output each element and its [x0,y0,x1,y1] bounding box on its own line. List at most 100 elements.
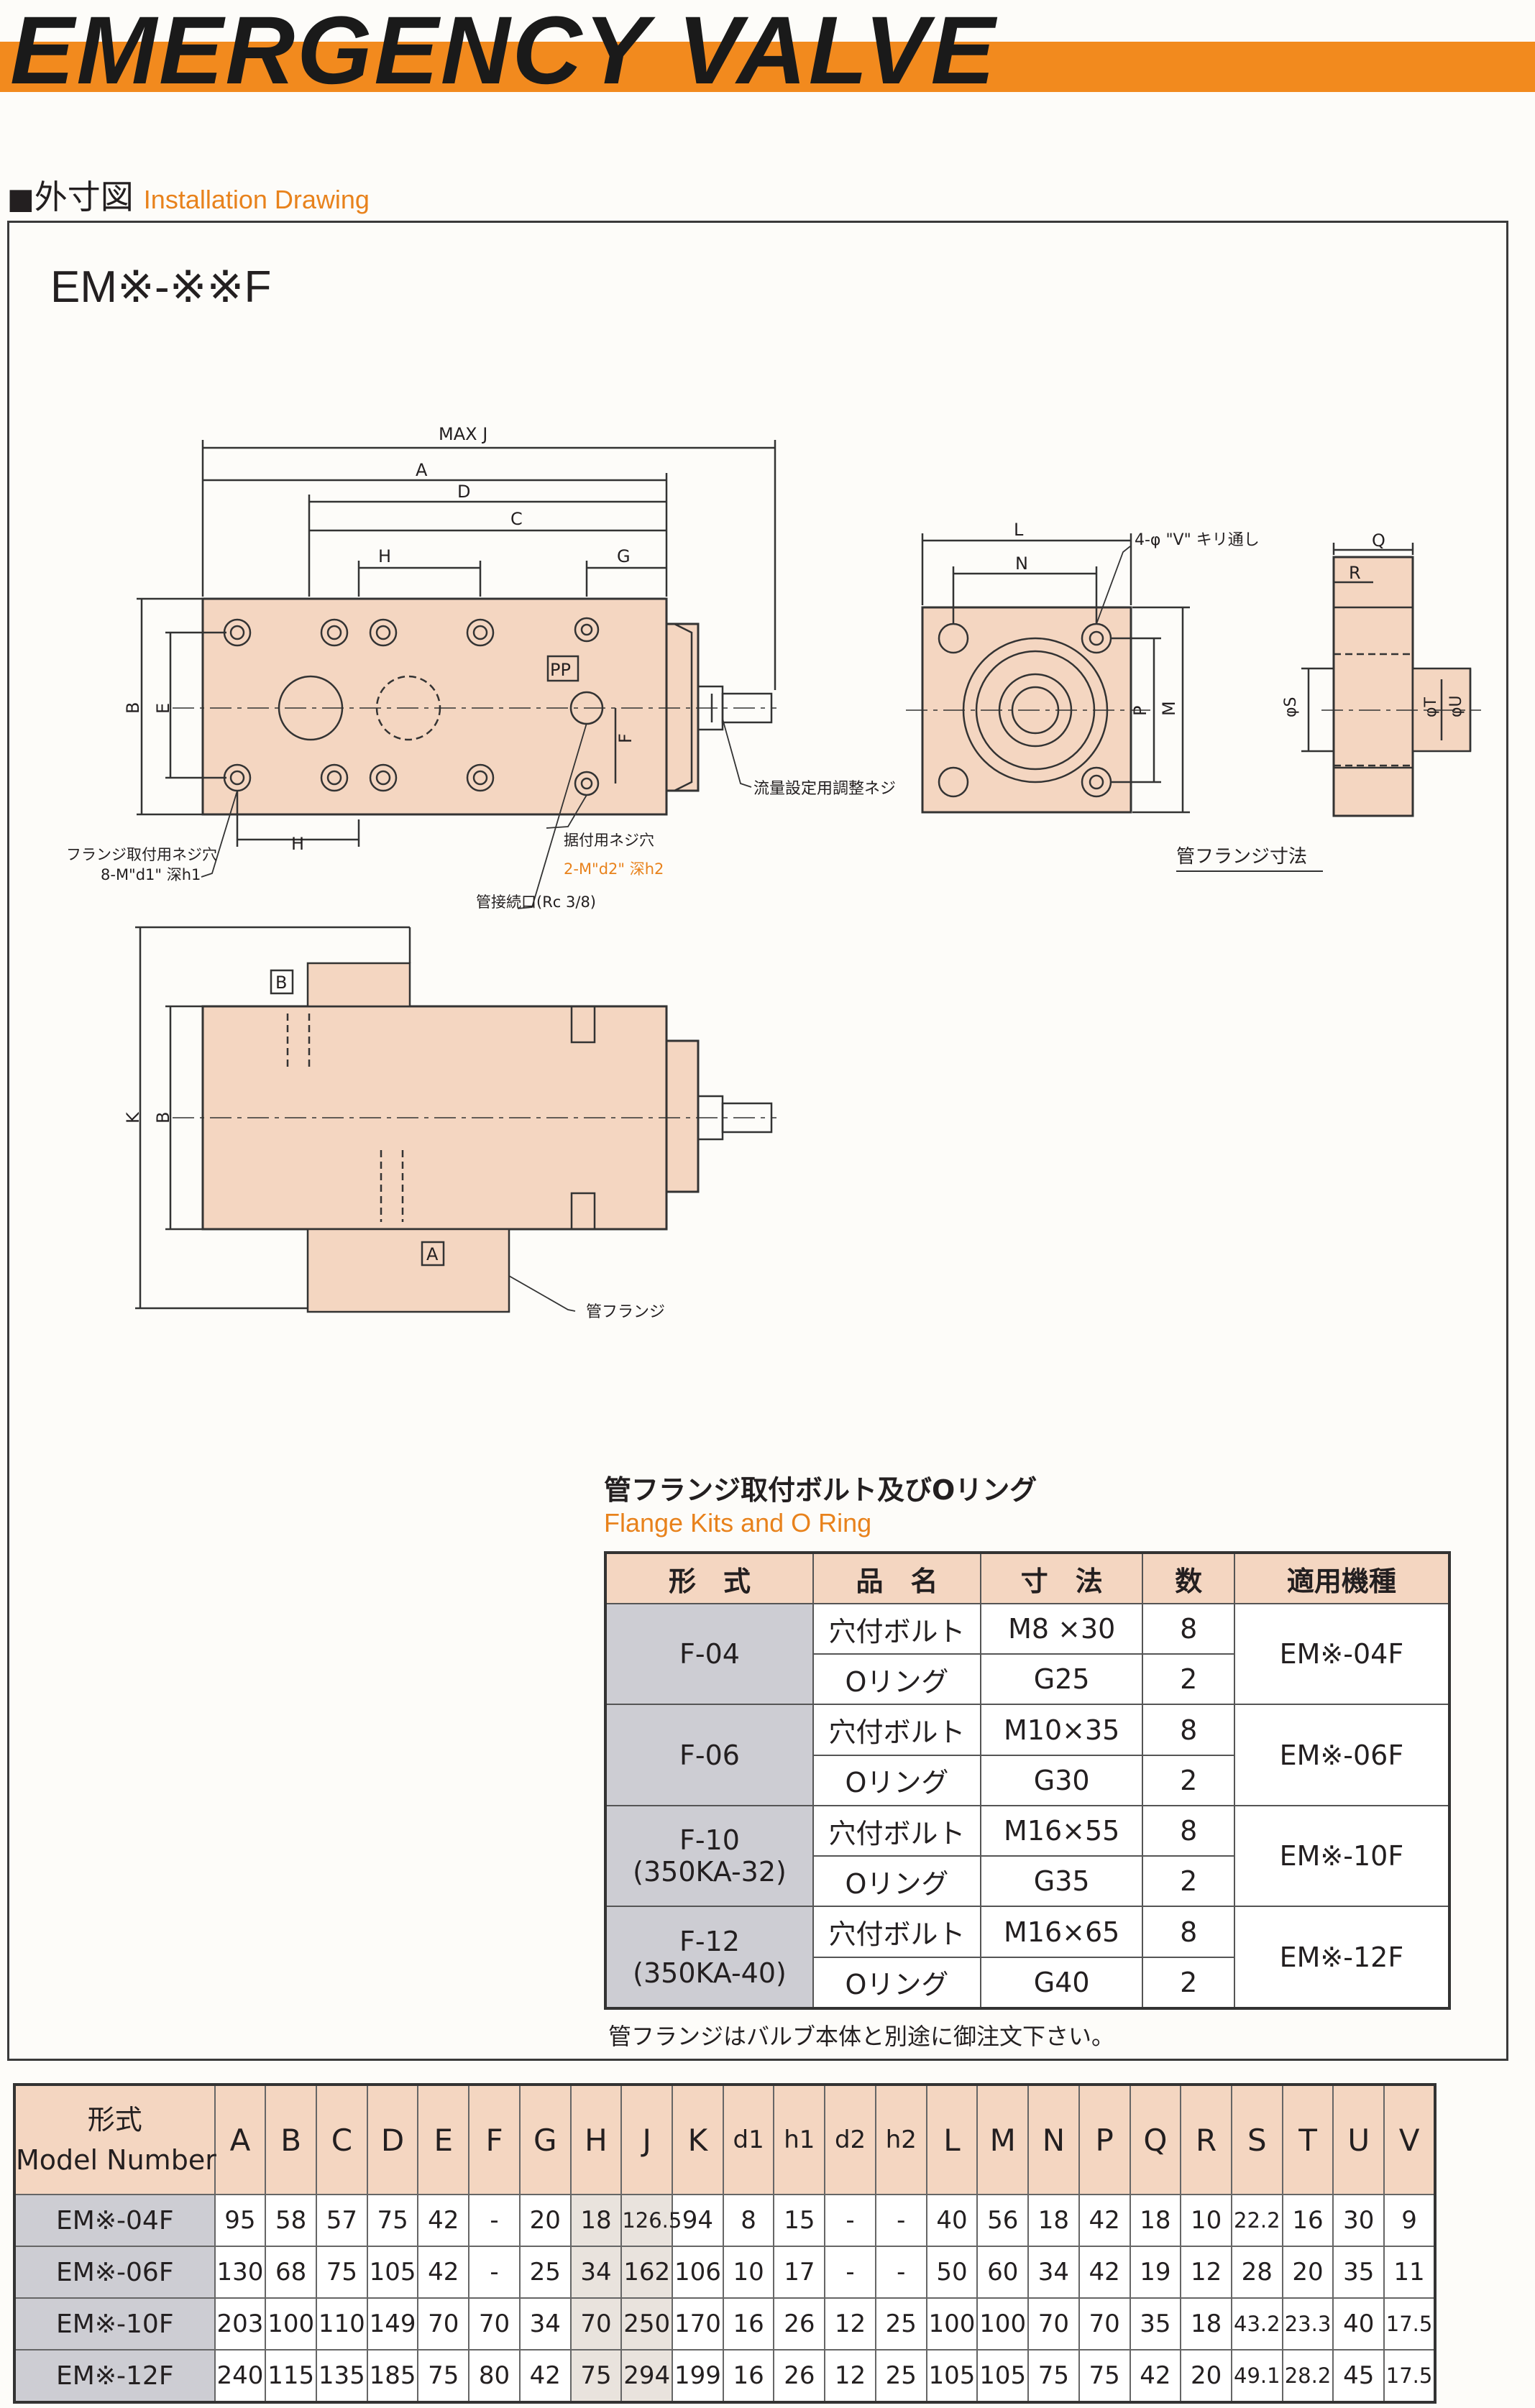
valve-top-view [137,440,776,909]
dimension-header-l: L [925,2084,979,2195]
dimension-value-cell: 17.5 [1383,2297,1436,2350]
flange-part-cell: Oリング [812,1956,981,2010]
flange-model-cell: EM※-12F [1233,1906,1451,2009]
flange-size-cell: G25 [979,1653,1144,1706]
flange-table-header-row: 形 式 品 名 寸 法 数 適用機種 [604,1552,1451,1604]
label-pipe-flange-dims: 管フランジ寸法 [1176,846,1307,868]
dimension-value-cell: - [468,2246,521,2299]
dimension-value-cell: 100 [265,2297,318,2350]
dimension-value-cell: 60 [976,2246,1030,2299]
label-n: N [1015,553,1028,574]
flange-model-cell: EM※-06F [1233,1704,1451,1806]
flange-type-cell: F-12(350KA-40) [604,1906,815,2009]
dimension-value-cell: 105 [976,2349,1030,2403]
dimension-value-cell: 12 [824,2349,876,2403]
label-phi-t: φT [1422,697,1440,717]
label-flow-screw: 流量設定用調整ネジ [753,780,896,798]
flange-header-model: 適用機種 [1233,1552,1451,1604]
dimension-model-cell: EM※-12F [14,2349,216,2403]
dimension-value-cell: 35 [1129,2297,1182,2350]
drawing-frame [7,221,1508,2061]
flange-size-cell: G35 [979,1855,1144,1908]
dimension-value-cell: 10 [1180,2194,1232,2247]
dimension-value-cell: 185 [366,2349,419,2403]
dimension-value-cell: - [468,2194,521,2247]
dimension-value-cell: 34 [518,2297,572,2350]
section-title-en: Installation Drawing [143,185,370,214]
label-mount-screw: 据付用ネジ穴 [564,832,654,849]
dimension-value-cell: 26 [773,2349,826,2403]
flange-size-cell: G40 [979,1956,1144,2010]
dimension-value-cell: 17.5 [1383,2349,1436,2403]
flange-qty-cell: 8 [1142,1602,1235,1655]
dimension-value-cell: 58 [265,2194,318,2247]
dimension-value-cell: 20 [518,2194,572,2247]
flange-qty-cell: 8 [1142,1804,1235,1857]
dimension-value-cell: 75 [569,2349,623,2403]
dimension-value-cell: 28 [1230,2246,1283,2299]
model-header-jp: 形式 [87,2104,142,2136]
label-d: D [457,482,470,502]
title-band [0,42,1535,92]
dimension-value-cell: 11 [1383,2246,1436,2299]
dimension-value-cell: 18 [1129,2194,1182,2247]
flange-type: F-06 [679,1739,740,1771]
dimension-header-r: R [1180,2084,1232,2195]
valve-side-view [135,926,776,1313]
dimension-value-cell: 110 [316,2297,368,2350]
section-square: ■ [7,183,35,216]
flange-part-cell: 穴付ボルト [812,1602,981,1655]
dimension-value-cell: 50 [925,2246,979,2299]
flange-part-cell: 穴付ボルト [812,1704,981,1756]
dimension-model-cell: EM※-06F [14,2246,216,2299]
dimension-value-cell: 8 [722,2194,775,2247]
flange-header-type: 形 式 [604,1552,815,1604]
label-flange-screw: フランジ取付用ネジ穴 [66,846,217,863]
dimension-header-d: D [366,2084,419,2195]
dimension-value-cell: 20 [1180,2349,1232,2403]
dimension-value-cell: 126.5 [620,2194,682,2247]
dimension-value-cell: 40 [1332,2297,1385,2350]
dimension-value-cell: 42 [1129,2349,1182,2403]
label-phi-s: φS [1282,697,1300,717]
dimension-value-cell: 70 [468,2297,521,2350]
flange-type: F-12 [679,1925,740,1957]
flange-header-qty: 数 [1142,1552,1235,1604]
dimension-header-k: K [672,2084,724,2195]
label-flange-screw-spec: 8-M"d1" 深h1 [101,866,201,883]
dimension-value-cell: 115 [265,2349,318,2403]
dimension-header-a: A [214,2084,267,2195]
flange-qty-cell: 8 [1142,1704,1235,1756]
dimension-value-cell: 19 [1129,2246,1182,2299]
dimension-value-cell: 57 [316,2194,368,2247]
dimension-value-cell: 18 [1027,2194,1080,2247]
dimension-header-s: S [1230,2084,1283,2195]
dimension-header-h1: h1 [773,2084,826,2195]
model-code: EM※-※※F [50,262,272,312]
dimension-header-d2: d2 [824,2084,876,2195]
flange-model-cell: EM※-10F [1233,1804,1451,1908]
dimension-value-cell: 10 [722,2246,775,2299]
label-b-top: B [123,702,143,714]
flange-type-sub: (350KA-32) [633,1856,787,1888]
dimension-header-f: F [468,2084,521,2195]
label-k: K [123,1111,143,1123]
dimension-header-b: B [265,2084,318,2195]
flange-size-cell: M16×65 [979,1906,1144,1958]
dimension-header-c: C [316,2084,368,2195]
flange-part-cell: Oリング [812,1653,981,1706]
label-pipe-flange: 管フランジ [586,1303,665,1321]
label-h-bottom: H [291,834,304,854]
flange-type-cell: F-06 [604,1704,815,1806]
dimension-value-cell: 45 [1332,2349,1385,2403]
dimension-value-cell: 34 [569,2246,623,2299]
dimension-value-cell: 42 [1078,2246,1131,2299]
dimension-value-cell: 75 [366,2194,419,2247]
dimension-value-cell: 49.1 [1230,2349,1283,2403]
